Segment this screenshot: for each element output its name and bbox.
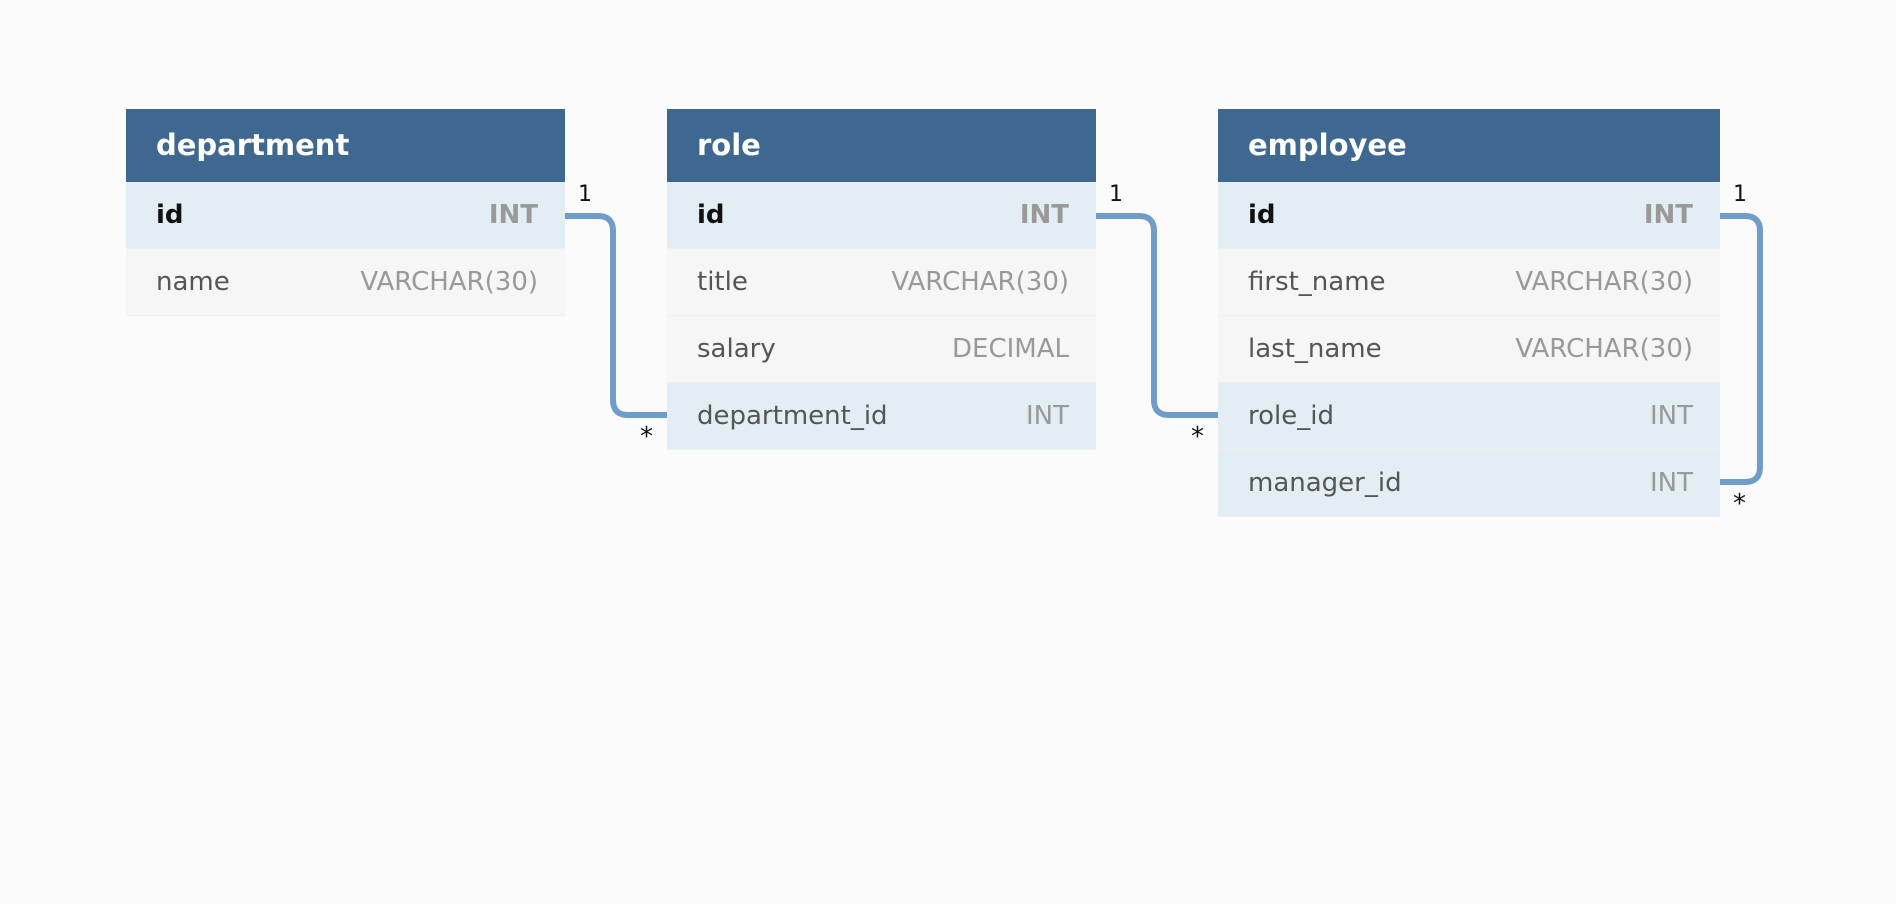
cardinality-one-role: 1 xyxy=(1109,182,1123,207)
column-type: INT xyxy=(488,200,538,230)
link-employee-self xyxy=(1720,213,1763,485)
column-row-employee-last-name[interactable]: last_name VARCHAR(30) xyxy=(1218,316,1720,383)
column-type: VARCHAR(30) xyxy=(891,267,1069,297)
column-row-role-salary[interactable]: salary DECIMAL xyxy=(667,316,1096,383)
table-header-department[interactable]: department xyxy=(126,109,565,182)
column-name: title xyxy=(697,267,748,297)
cardinality-one-employee: 1 xyxy=(1733,182,1747,207)
cardinality-many-employee-role: * xyxy=(1191,422,1204,452)
column-type: VARCHAR(30) xyxy=(1515,267,1693,297)
column-row-employee-first-name[interactable]: first_name VARCHAR(30) xyxy=(1218,249,1720,316)
column-row-employee-role-id[interactable]: role_id INT xyxy=(1218,383,1720,450)
column-row-role-department-id[interactable]: department_id INT xyxy=(667,383,1096,450)
link-role-employee xyxy=(1096,213,1218,418)
link-department-role xyxy=(565,213,667,418)
column-name: role_id xyxy=(1248,401,1334,431)
column-type: DECIMAL xyxy=(952,334,1069,364)
cardinality-one-department: 1 xyxy=(578,182,592,207)
column-name: id xyxy=(1248,200,1276,230)
table-header-role[interactable]: role xyxy=(667,109,1096,182)
column-type: INT xyxy=(1650,468,1693,498)
column-name: department_id xyxy=(697,401,888,431)
column-type: VARCHAR(30) xyxy=(1515,334,1693,364)
column-row-department-id[interactable]: id INT xyxy=(126,182,565,249)
column-type: INT xyxy=(1019,200,1069,230)
column-type: INT xyxy=(1643,200,1693,230)
column-type: INT xyxy=(1650,401,1693,431)
column-row-department-name[interactable]: name VARCHAR(30) xyxy=(126,249,565,316)
cardinality-many-role: * xyxy=(640,422,653,452)
table-header-employee[interactable]: employee xyxy=(1218,109,1720,182)
column-row-employee-id[interactable]: id INT xyxy=(1218,182,1720,249)
table-department[interactable]: department id INT name VARCHAR(30) xyxy=(126,109,565,316)
column-row-employee-manager-id[interactable]: manager_id INT xyxy=(1218,450,1720,517)
table-employee[interactable]: employee id INT first_name VARCHAR(30) l… xyxy=(1218,109,1720,517)
column-name: id xyxy=(156,200,184,230)
column-type: VARCHAR(30) xyxy=(360,267,538,297)
column-name: id xyxy=(697,200,725,230)
column-name: first_name xyxy=(1248,267,1386,297)
cardinality-many-employee-manager: * xyxy=(1733,489,1746,519)
column-name: name xyxy=(156,267,230,297)
column-row-role-id[interactable]: id INT xyxy=(667,182,1096,249)
table-role[interactable]: role id INT title VARCHAR(30) salary DEC… xyxy=(667,109,1096,450)
column-name: manager_id xyxy=(1248,468,1402,498)
column-name: salary xyxy=(697,334,776,364)
column-name: last_name xyxy=(1248,334,1382,364)
column-type: INT xyxy=(1026,401,1069,431)
column-row-role-title[interactable]: title VARCHAR(30) xyxy=(667,249,1096,316)
